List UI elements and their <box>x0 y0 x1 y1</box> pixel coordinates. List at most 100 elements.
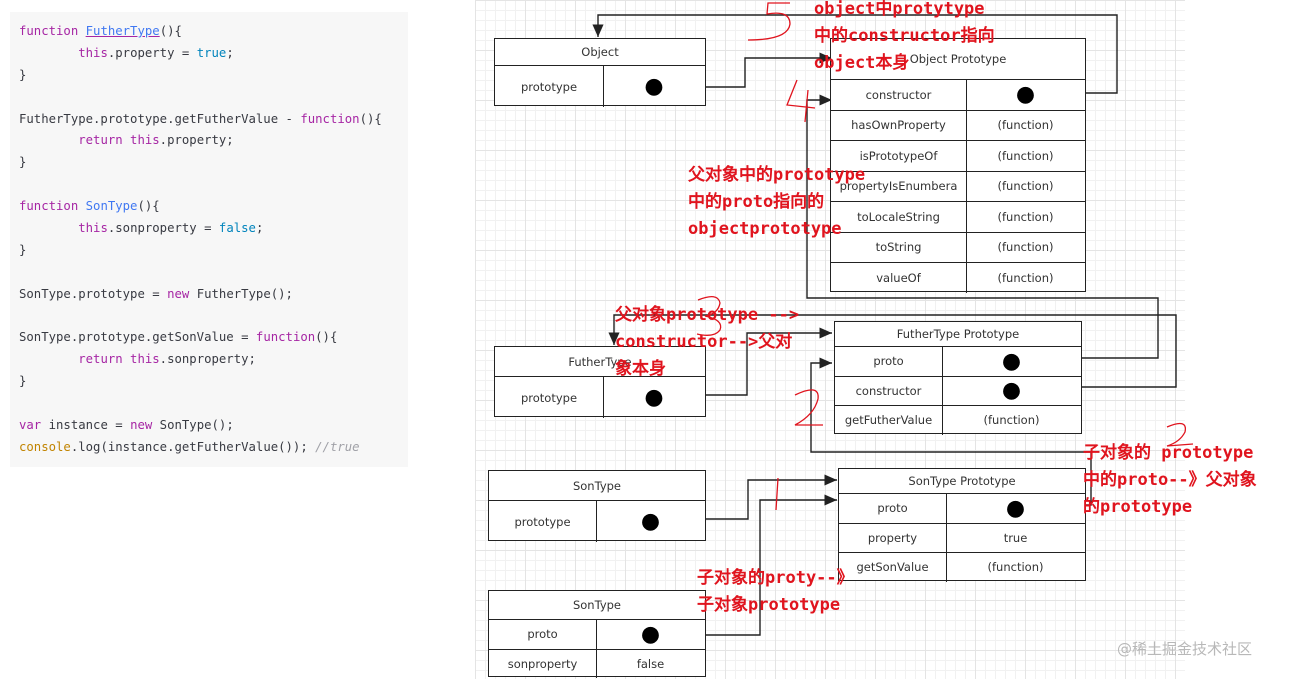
box-title: FutherType <box>568 354 632 369</box>
code-token: new <box>130 418 153 433</box>
code-token: } <box>19 67 27 82</box>
scribble-3 <box>696 296 722 336</box>
row-key: isPrototypeOf <box>859 148 938 163</box>
code-line: SonType.prototype.getSonValue = function… <box>19 327 408 349</box>
object-box: Object prototype● <box>494 38 706 107</box>
code-token: (){ <box>359 111 382 126</box>
row-key: toString <box>875 240 922 255</box>
scribble-5 <box>747 2 791 41</box>
box-title: Object <box>581 45 619 59</box>
code-token: ; <box>226 45 234 60</box>
annotation-son-proto: 子对象的 prototype 中的proto--》父对象 的prototype <box>1083 443 1257 517</box>
code-line: return this.sonproperty; <box>19 349 408 371</box>
scribble-2-father <box>794 389 823 426</box>
row-key: prototype <box>514 514 571 529</box>
code-line: return this.property; <box>19 130 408 152</box>
connector-futher-proto <box>806 94 1159 359</box>
pointer-dot: ● <box>644 74 664 99</box>
code-line: var instance = new SonType(); <box>19 415 408 437</box>
box-title: Object Prototype <box>909 52 1007 66</box>
box-row: constructor● <box>835 375 1081 405</box>
code-line: } <box>19 152 408 174</box>
scribble-4 <box>786 79 816 123</box>
box-row: proto● <box>489 619 705 649</box>
box-row: prototype ● <box>489 500 705 542</box>
row-divider <box>946 494 947 523</box>
row-value: (function) <box>997 209 1054 224</box>
code-token: ; <box>255 221 264 236</box>
code-token: .property = <box>107 45 197 60</box>
box-row: valueOf(function) <box>831 262 1085 293</box>
code-line: console.log(instance.getFutherValue()); … <box>19 437 408 459</box>
pointer-dot: ● <box>640 509 661 534</box>
row-divider <box>966 202 967 232</box>
code-token: FutherType.prototype.getFutherValue - <box>19 111 301 126</box>
code-token: SonType.prototype = <box>19 286 168 301</box>
code-line: } <box>19 65 408 87</box>
pointer-dot: ● <box>1005 495 1026 521</box>
row-key: toLocaleString <box>857 209 940 224</box>
row-divider <box>942 406 943 435</box>
annotation-instance-proto: 子对象的proty--》 子对象prototype <box>697 568 854 615</box>
code-token: function <box>255 330 316 345</box>
code-line: } <box>19 371 408 393</box>
row-divider <box>946 553 947 582</box>
box-title: SonType <box>572 478 622 493</box>
code-token: (){ <box>315 330 338 345</box>
box-row: getSonValue(function) <box>839 552 1085 582</box>
row-key: hasOwnProperty <box>851 118 946 133</box>
row-key: valueOf <box>876 270 921 285</box>
box-row: proto ● <box>839 493 1085 523</box>
row-value: (function) <box>997 179 1054 194</box>
annotation-father-constructor: 父对象prototype --> constructor-->父对 象本身 <box>615 305 800 379</box>
row-divider <box>966 80 967 110</box>
watermark: @稀土掘金技术社区 <box>1117 640 1253 658</box>
row-divider <box>966 141 967 171</box>
row-divider <box>966 171 967 201</box>
code-token: SonType <box>85 199 138 214</box>
pointer-dot: ● <box>644 385 664 410</box>
code-token: SonType.prototype.getSonValue = <box>19 330 256 345</box>
code-line: function SonType(){ <box>19 196 408 218</box>
son-type-box: SonType prototype ● <box>488 470 706 542</box>
box-row: getFutherValue(function) <box>835 405 1081 435</box>
code-line: this.sonproperty = false; <box>19 218 408 240</box>
connector-futher-constructor <box>608 314 1177 388</box>
code-token: function <box>19 24 86 38</box>
row-divider <box>946 523 947 552</box>
row-divider <box>596 620 597 649</box>
row-key: property <box>867 530 918 545</box>
box-row: proto● <box>835 346 1081 376</box>
box-row: prototype● <box>495 65 705 107</box>
code-token: FutherType <box>85 24 160 38</box>
code-token: this <box>78 221 108 236</box>
row-key: getSonValue <box>856 560 929 575</box>
row-divider <box>966 263 967 293</box>
code-token: this <box>78 45 108 60</box>
code-line: function FutherType(){ <box>19 21 408 43</box>
row-key: proto <box>877 501 908 516</box>
scribble-2-son <box>1166 422 1194 447</box>
row-value: (function) <box>997 148 1054 163</box>
row-divider <box>942 376 943 405</box>
row-divider <box>942 347 943 376</box>
code-token: SonType(); <box>152 418 234 433</box>
code-token: } <box>19 155 27 170</box>
pointer-dot: ● <box>640 621 661 647</box>
box-row: isPrototypeOf (function) <box>831 140 1085 171</box>
box-row: constructor● <box>831 79 1085 110</box>
code-token: .sonproperty; <box>159 352 256 367</box>
row-value: (function) <box>983 413 1040 428</box>
row-divider <box>596 501 597 542</box>
code-panel: function FutherType(){ this.property = t… <box>10 12 408 467</box>
code-token: true <box>196 45 227 60</box>
code-token: return this <box>78 133 160 148</box>
code-line: this.property = true; <box>19 43 408 65</box>
annotation-father-proto: 父对象中的prototype 中的proto指向的 objectprototyp… <box>688 165 866 239</box>
box-row: hasOwnProperty(function) <box>831 109 1085 140</box>
